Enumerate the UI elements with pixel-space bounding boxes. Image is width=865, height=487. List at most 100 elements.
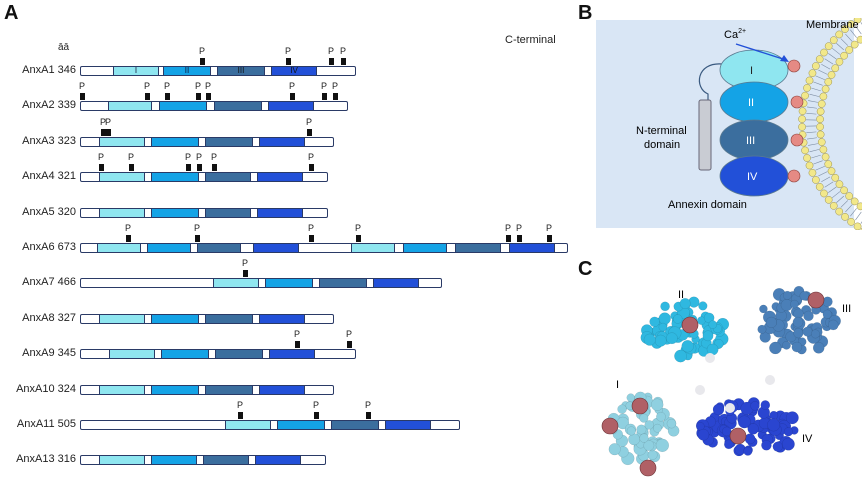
schematic-background xyxy=(596,20,854,228)
atom-sphere xyxy=(800,291,809,300)
repeat-label: III xyxy=(746,135,755,147)
phospho-label: P xyxy=(164,81,170,91)
phospho-label: P xyxy=(355,223,361,233)
phospho-label: P xyxy=(98,152,104,162)
atom-sphere xyxy=(823,310,832,319)
atom-sphere xyxy=(698,302,707,311)
calcium-ion xyxy=(791,134,803,146)
phospho-label: P xyxy=(340,46,346,56)
n-terminal-label-2: domain xyxy=(644,139,680,151)
aa-heading: āā xyxy=(58,42,69,53)
annexin-repeat-segment xyxy=(509,244,555,252)
annexin-bar xyxy=(80,314,334,324)
phospho-marker xyxy=(366,412,371,419)
atom-spheres xyxy=(602,286,841,476)
lipid-head xyxy=(854,223,861,230)
lipid-head xyxy=(857,36,862,43)
atom-sphere xyxy=(651,399,663,411)
atom-sphere xyxy=(770,411,778,419)
atom-sphere xyxy=(659,323,667,331)
atom-sphere xyxy=(666,333,677,344)
annexin-bar xyxy=(80,455,326,465)
annexin-repeat-segment xyxy=(151,456,197,464)
annexin-repeat-segment xyxy=(259,386,305,394)
annexin-repeat-segment xyxy=(203,456,249,464)
annexin-row-label: AnxA11 505 xyxy=(17,418,76,430)
lipid-head xyxy=(798,123,805,130)
atom-sphere xyxy=(667,419,676,428)
phospho-label: P xyxy=(321,81,327,91)
annexin-repeat-segment: I xyxy=(113,67,159,75)
lipid-head xyxy=(803,154,810,161)
annexin-domain-label: Annexin domain xyxy=(668,199,747,211)
atom-sphere xyxy=(790,300,798,308)
phospho-label: P xyxy=(308,152,314,162)
repeat-label: IV xyxy=(747,171,758,183)
atom-sphere xyxy=(792,342,802,352)
phospho-marker xyxy=(341,58,346,65)
phospho-label: P xyxy=(199,46,205,56)
phospho-marker xyxy=(286,58,291,65)
calcium-sphere xyxy=(640,460,656,476)
phospho-label: P xyxy=(328,46,334,56)
atom-sphere xyxy=(627,427,636,436)
annexin-repeat-segment xyxy=(265,279,313,287)
phospho-marker xyxy=(106,129,111,136)
phospho-label: P xyxy=(195,81,201,91)
annexin-repeat-segment xyxy=(213,279,259,287)
annexin-repeat-segment xyxy=(108,102,152,110)
lipid-head xyxy=(818,100,825,107)
lipid-head xyxy=(809,169,816,176)
repeat-label: IV xyxy=(272,66,316,76)
linker-sphere xyxy=(725,403,735,413)
lipid-head xyxy=(816,123,823,130)
phospho-label: P xyxy=(205,81,211,91)
lipid-tail xyxy=(861,22,862,30)
calcium-sphere xyxy=(602,418,618,434)
atom-sphere xyxy=(766,317,777,328)
lipid-head xyxy=(806,77,813,84)
annexin-repeat-segment xyxy=(99,386,145,394)
lipid-head xyxy=(846,46,853,53)
lipid-head xyxy=(809,70,816,77)
lipid-head xyxy=(820,146,827,153)
annexin-repeat-segment xyxy=(151,315,199,323)
atom-sphere xyxy=(761,400,770,409)
phospho-label: P xyxy=(313,400,319,410)
phospho-marker xyxy=(197,164,202,171)
atom-sphere xyxy=(767,419,780,432)
lipid-head xyxy=(801,147,808,154)
phospho-label: P xyxy=(289,81,295,91)
phospho-marker xyxy=(99,164,104,171)
atom-sphere xyxy=(761,440,771,450)
lipid-head xyxy=(812,62,819,69)
atom-sphere xyxy=(650,317,660,327)
phospho-label: P xyxy=(546,223,552,233)
lipid-head xyxy=(828,71,835,78)
annexin-repeat-segment xyxy=(225,421,271,429)
phospho-marker xyxy=(307,129,312,136)
annexin-bar xyxy=(80,172,328,182)
structure-label: III xyxy=(842,303,851,315)
phospho-marker xyxy=(517,235,522,242)
annexin-row-label: AnxA13 316 xyxy=(16,453,76,465)
phospho-marker xyxy=(309,164,314,171)
phospho-marker xyxy=(126,235,131,242)
annexin-row-label: AnxA7 466 xyxy=(22,276,76,288)
phospho-label: P xyxy=(105,117,111,127)
lipid-head xyxy=(806,162,813,169)
c-terminal-label: C-terminal xyxy=(505,34,556,46)
annexin-repeat-segment xyxy=(151,173,199,181)
annexin-repeat-segment xyxy=(205,386,253,394)
phospho-marker xyxy=(356,235,361,242)
phospho-marker xyxy=(129,164,134,171)
phospho-marker xyxy=(333,93,338,100)
annexin-repeat-segment xyxy=(197,244,241,252)
annexin-repeat-segment xyxy=(151,209,199,217)
lipid-head xyxy=(820,49,827,56)
linker-sphere xyxy=(705,353,715,363)
annexin-repeat-segment xyxy=(373,279,419,287)
calcium-sphere xyxy=(730,428,746,444)
annexin-repeat-segment: IV xyxy=(271,67,317,75)
annexin-repeat-segment xyxy=(331,421,379,429)
